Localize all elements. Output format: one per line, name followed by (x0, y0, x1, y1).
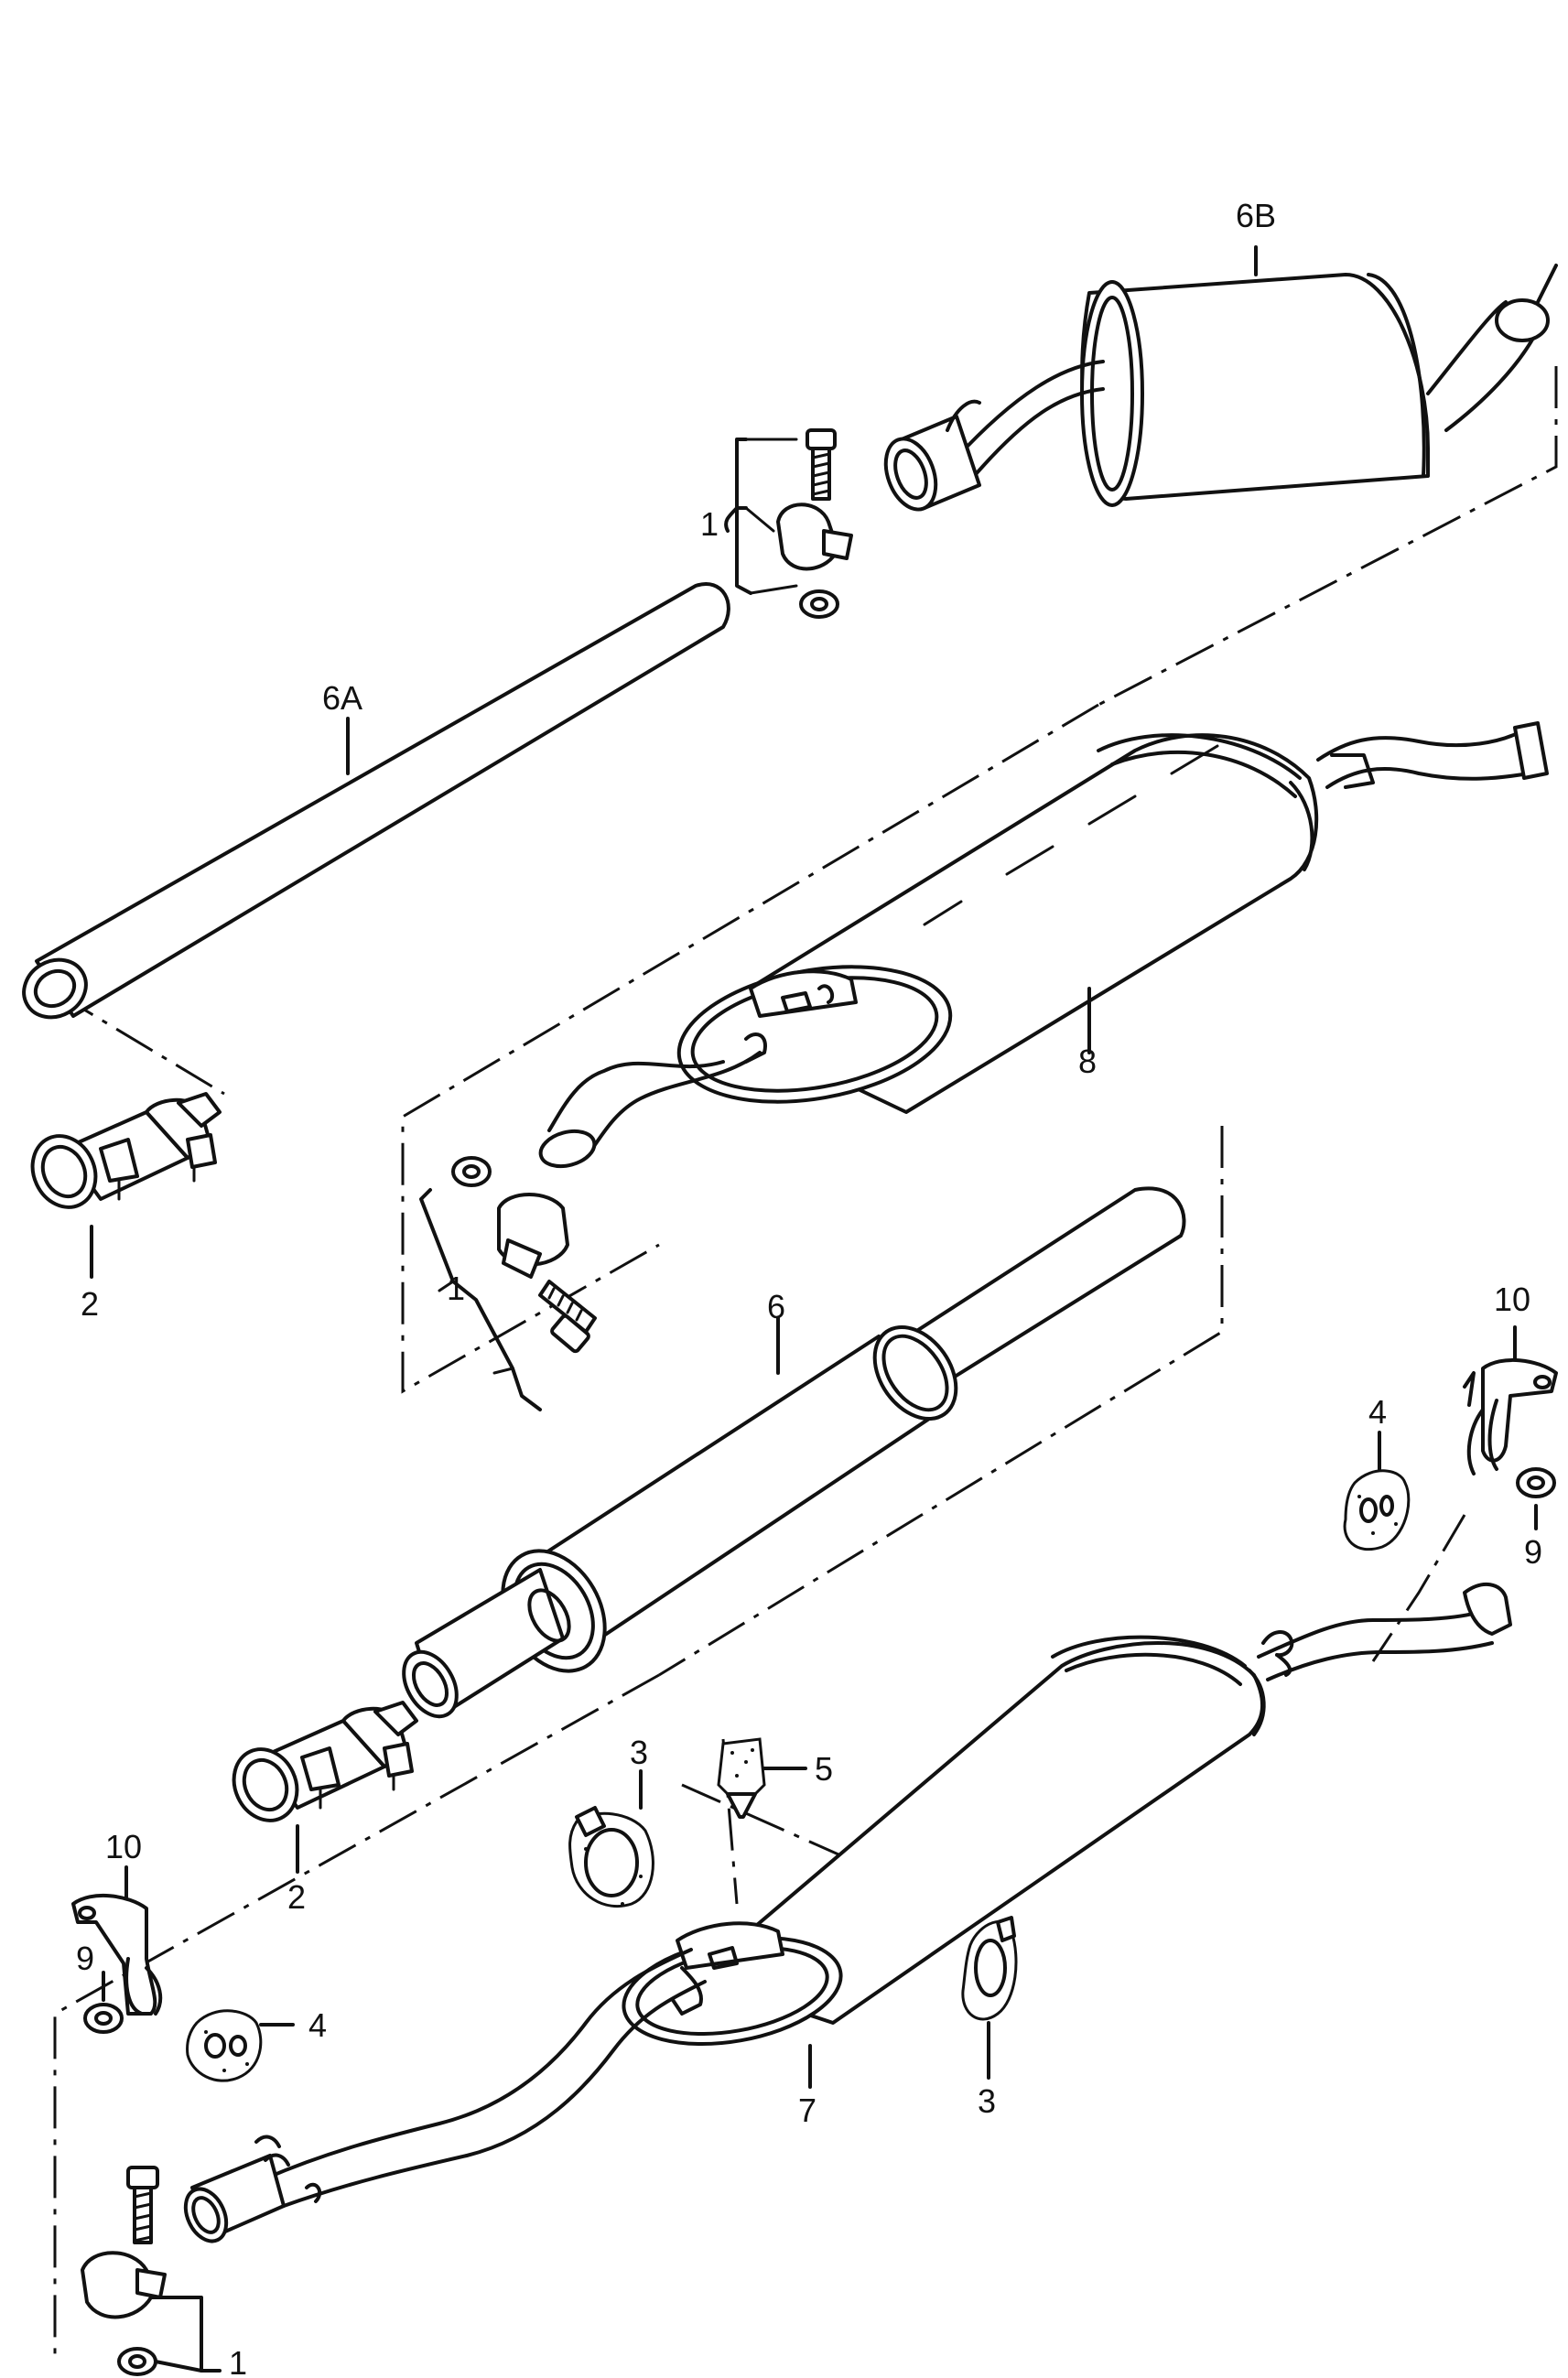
label-4-left: 4 (308, 2006, 327, 2044)
intermediate-pipe-6A (22, 582, 730, 1020)
nut-top (799, 589, 839, 619)
clamp-assembly-top (724, 428, 853, 619)
nut-middle (451, 1156, 492, 1187)
label-6A: 6A (322, 679, 362, 717)
label-1-bottom: 1 (229, 2344, 247, 2378)
label-8: 8 (1078, 1043, 1097, 1080)
label-3-lower: 3 (978, 2082, 996, 2120)
label-7: 7 (798, 2092, 816, 2129)
label-9-right: 9 (1524, 1533, 1542, 1571)
label-1-top: 1 (700, 505, 719, 543)
rubber-mount-left (186, 2009, 295, 2082)
label-3-upper: 3 (630, 1734, 648, 1771)
rear-silencer-6B (883, 245, 1558, 512)
centre-silencer-8 (538, 721, 1549, 1169)
bolt-head-bottom (126, 2166, 159, 2189)
double-clamp-middle (232, 1701, 418, 1874)
gasket-lower-3 (961, 1916, 1018, 2080)
nut-left (83, 1971, 124, 2034)
rubber-mount-right (1343, 1431, 1411, 1551)
label-10-left: 10 (105, 1828, 142, 1865)
assembly-centerlines (53, 366, 1558, 2357)
part-5-plug (717, 1737, 807, 1819)
label-4-right: 4 (1368, 1393, 1387, 1431)
hanger-bracket-left (71, 1865, 163, 2016)
clamp-assembly-bottom (81, 2166, 222, 2376)
gasket-upper-3 (568, 1769, 654, 1908)
double-clamp-left (30, 1092, 222, 1279)
clamp-assembly-middle (419, 1156, 597, 1411)
nut-bottom (117, 2347, 157, 2376)
bolt-head-top (806, 428, 837, 450)
hanger-bracket-right (1463, 1325, 1558, 1475)
label-2-middle: 2 (287, 1878, 306, 1916)
front-silencer-6 (402, 1186, 1186, 1719)
label-5: 5 (815, 1750, 833, 1788)
nut-right (1516, 1467, 1556, 1530)
label-2-left: 2 (81, 1285, 99, 1323)
label-10-right: 10 (1494, 1281, 1530, 1318)
label-6B: 6B (1236, 197, 1276, 234)
part-labels: 6B 6A 1 8 1 2 6 10 4 9 2 5 3 10 9 4 7 3 … (76, 197, 1542, 2378)
label-9-left: 9 (76, 1940, 94, 1977)
label-1-middle: 1 (447, 1270, 465, 1307)
label-6: 6 (767, 1288, 785, 1325)
exhaust-system-lower-7 (183, 1583, 1512, 2243)
